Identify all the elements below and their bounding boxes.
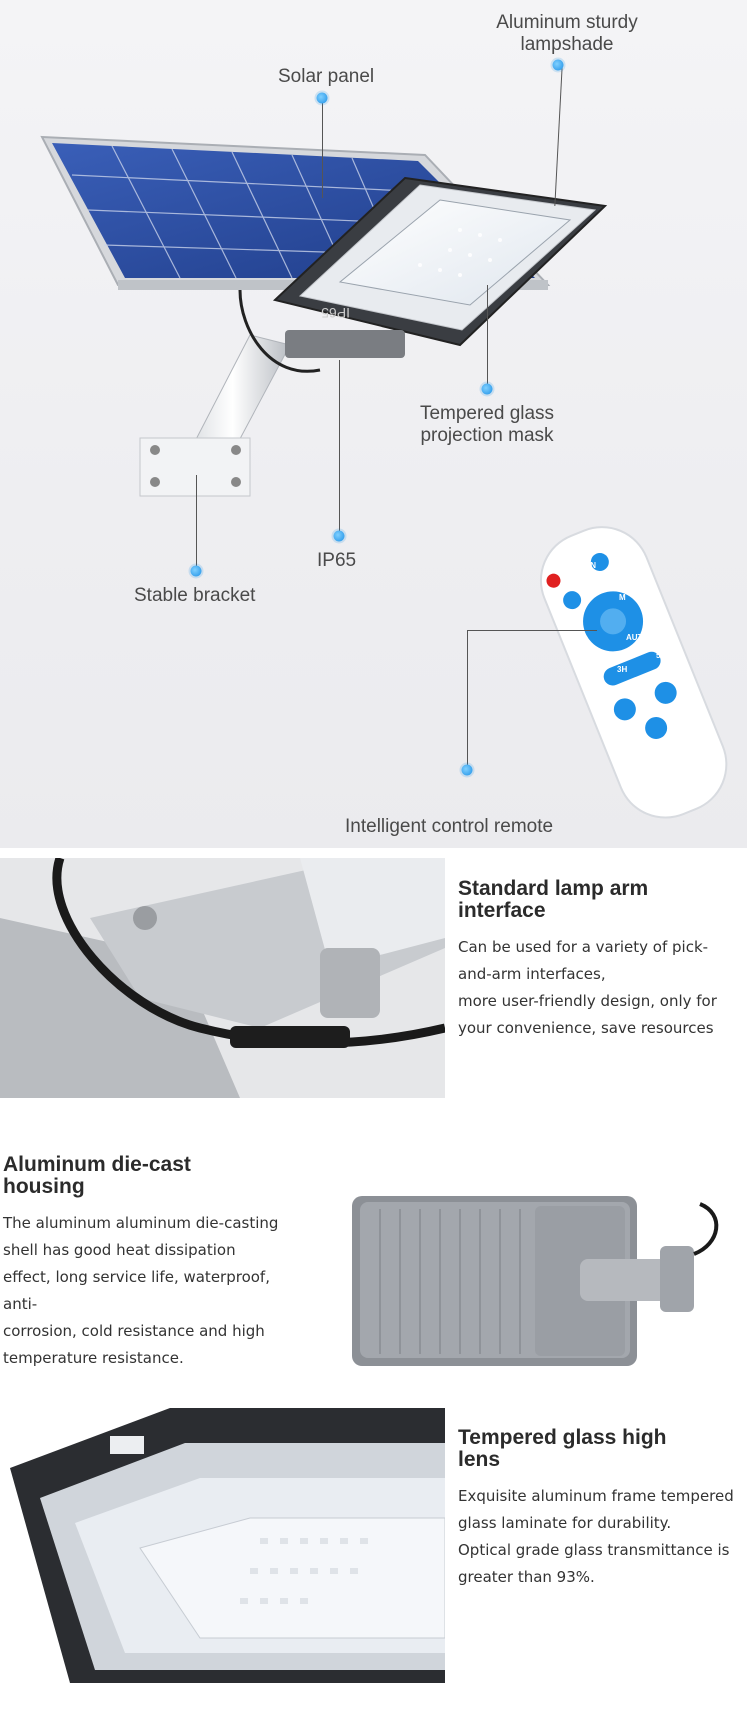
hero-product-diagram: IP65 OFF ON M AUTO 3H 5H 8H [0,0,747,848]
remote-mode-label: M [619,593,626,602]
solar-panel-leader-line [322,98,323,198]
bracket-leader-line [196,475,197,571]
remote-3h-label: 3H [617,665,627,674]
remote-callout-dot [461,764,473,776]
lampshade-callout-dot [552,59,564,71]
housing-title: Aluminum die-cast housing [3,1153,191,1198]
lamp-head-illustration: IP65 [272,176,608,358]
section-tempered-glass-lens: Tempered glass high lens Exquisite alumi… [0,1395,747,1712]
lampshade-callout: Aluminum sturdy lampshade [496,12,638,55]
glass-lens-description: Exquisite aluminum frame tempered glass … [458,1487,734,1586]
ip65-callout: IP65 [317,550,357,571]
bracket-callout-dot [190,565,202,577]
remote-leader-hline [467,630,597,631]
solar-panel-callout: Solar panel [278,66,375,87]
ip65-leader-line [339,360,340,536]
remote-8h-label: 8H [644,687,654,696]
glass-mask-callout-dot [481,383,493,395]
lamp-arm-description: Can be used for a variety of pick- and-a… [458,938,717,1037]
hero-illustration: IP65 OFF ON M AUTO 3H 5H 8H [40,135,728,819]
bracket-callout: Stable bracket [134,585,256,606]
remote-leader-vline [467,630,468,770]
solar-panel-callout-dot [316,92,328,104]
remote-off-label: OFF [617,544,633,553]
arm-illustration [139,289,321,497]
housing-description: The aluminum aluminum die-casting shell … [3,1214,279,1367]
ip65-callout-dot [333,530,345,542]
remote-illustration [539,526,728,819]
glass-mask-callout: Tempered glass projection mask [419,403,555,446]
remote-auto-label: AUTO [626,633,649,642]
lamp-arm-title: Standard lamp arm interface [458,877,649,922]
glass-lens-title: Tempered glass high lens [458,1426,667,1471]
remote-on-label: ON [584,561,596,570]
section-lamp-arm-interface: Standard lamp arm interface Can be used … [0,848,747,1098]
remote-button-labels: OFF ON M AUTO 3H 5H 8H [584,544,666,696]
lamp-ip65-marking: IP65 [321,305,350,321]
glass-mask-leader-line [487,285,488,390]
remote-callout: Intelligent control remote [345,816,554,837]
remote-5h-label: 5H [656,651,666,660]
section-die-cast-housing: Aluminum die-cast housing The aluminum a… [0,1140,747,1400]
glass-lens-photo [0,1408,445,1683]
housing-photo [352,1196,719,1366]
lamp-arm-photo [0,858,445,1098]
